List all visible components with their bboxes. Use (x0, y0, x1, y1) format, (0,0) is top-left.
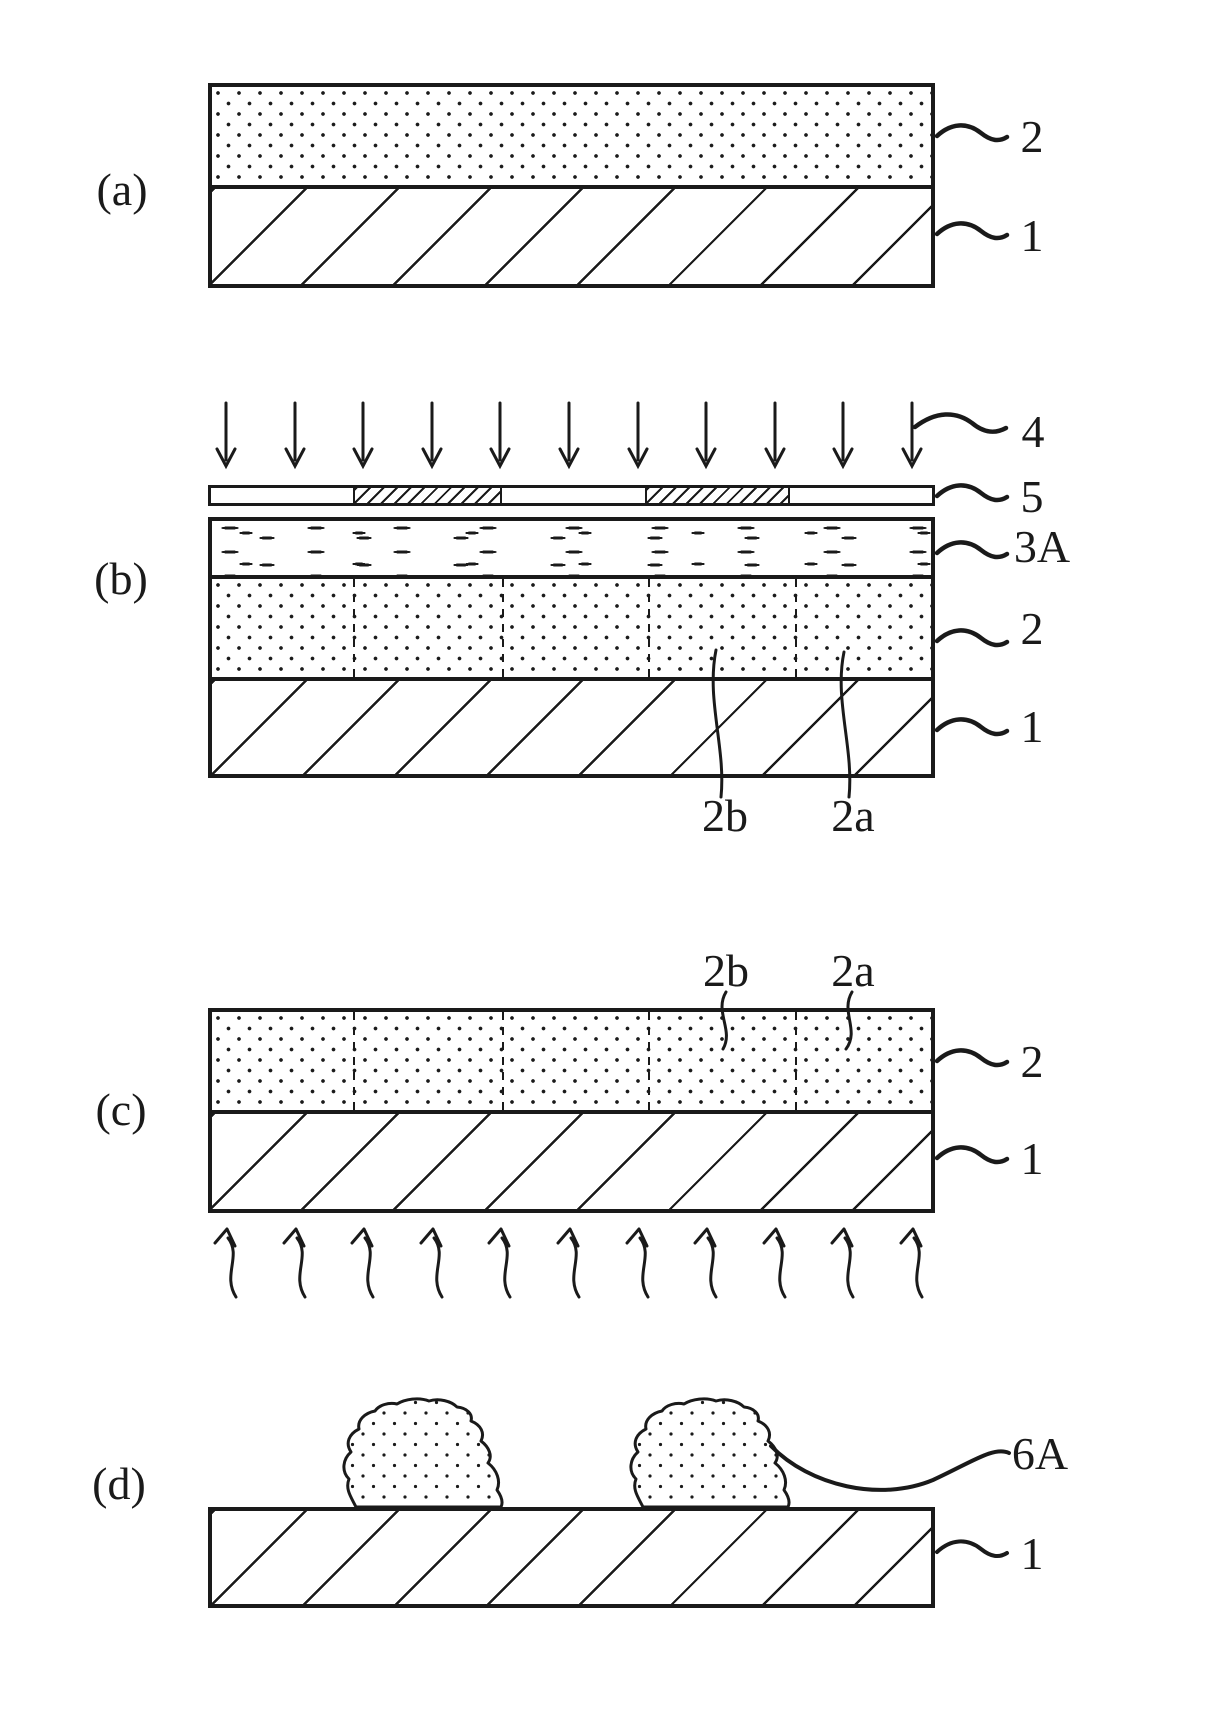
panel-b-ref-4: 4 (1021, 406, 1045, 457)
exposure-boundary-dashed-line (648, 579, 650, 677)
callout-squiggle-c2 (937, 1050, 1007, 1065)
panel-b-boundary-3a-2 (212, 575, 931, 579)
exposure-boundary-dashed-line (795, 1012, 797, 1110)
down-arrow-icon (352, 401, 374, 468)
callout-squiggle-b1 (937, 719, 1007, 734)
callout-squiggle-d1 (935, 1539, 1009, 1559)
panel-c-stack (208, 1008, 935, 1213)
exposure-boundary-dashed-line (353, 1012, 355, 1110)
panel-b-ref-5: 5 (1020, 471, 1044, 522)
down-arrow-icon (489, 401, 511, 468)
callout-squiggle-b4 (912, 412, 1009, 434)
panel-b-ref-2: 2 (1020, 603, 1044, 654)
up-wavy-arrow-icon (487, 1227, 512, 1299)
up-wavy-arrow-icon (693, 1227, 718, 1299)
panel-a-ref-1: 1 (1020, 210, 1044, 261)
callout-squiggle-a2 (937, 125, 1007, 140)
panel-b-ref-1: 1 (1020, 701, 1044, 752)
down-arrow-icon (421, 401, 443, 468)
panel-b-ref-2b: 2b (702, 790, 748, 841)
panel-b-ref-2a: 2a (831, 790, 875, 841)
panel-a-layer-boundary (212, 185, 931, 189)
panel-c-ref-2: 2 (1020, 1036, 1044, 1087)
panel-d-label: (d) (92, 1458, 146, 1509)
down-arrow-icon (627, 401, 649, 468)
down-arrow-icon (832, 401, 854, 468)
down-arrow-icon (695, 401, 717, 468)
up-wavy-arrow-icon (899, 1227, 924, 1299)
up-wavy-arrow-icon (282, 1227, 307, 1299)
panel-b-layer-1 (212, 681, 931, 774)
panel-c-ref-2b: 2b (703, 945, 749, 996)
panel-b-stack (208, 517, 935, 778)
panel-d-layer-1 (212, 1511, 931, 1604)
heat-wavy-arrows (213, 1227, 924, 1299)
panel-b-label: (b) (94, 553, 148, 604)
panel-d-ref-6a: 6A (1011, 1428, 1069, 1479)
down-arrow-icon (215, 401, 237, 468)
up-wavy-arrow-icon (625, 1227, 650, 1299)
callout-squiggle-b2 (937, 630, 1007, 645)
panel-a-stack (208, 83, 935, 288)
panel-c-ref-1: 1 (1020, 1133, 1044, 1184)
exposure-boundary-dashed-line (795, 579, 797, 677)
callout-squiggle-c1 (937, 1147, 1007, 1162)
up-wavy-arrow-icon (762, 1227, 787, 1299)
down-arrow-icon (284, 401, 306, 468)
panel-b-layer-3a (212, 521, 931, 575)
panel-a-layer-1 (212, 189, 931, 284)
panel-c-layer-boundary (212, 1110, 931, 1114)
up-wavy-arrow-icon (213, 1227, 238, 1299)
up-wavy-arrow-icon (350, 1227, 375, 1299)
panel-b-boundary-2-1 (212, 677, 931, 681)
exposure-boundary-dashed-line (502, 1012, 504, 1110)
callout-squiggle-b5 (937, 485, 1007, 500)
panel-b-layer-2 (212, 579, 931, 677)
down-arrow-icon (558, 401, 580, 468)
exposure-boundary-dashed-line (648, 1012, 650, 1110)
panel-d-substrate-stack (208, 1507, 935, 1608)
bump-6a-left (342, 1397, 504, 1509)
panel-a-label: (a) (96, 164, 148, 215)
panel-c-ref-2a: 2a (831, 945, 875, 996)
down-arrow-icon (901, 401, 923, 468)
up-wavy-arrow-icon (556, 1227, 581, 1299)
panel-a-ref-2: 2 (1020, 111, 1044, 162)
uv-exposure-arrows (215, 401, 923, 468)
panel-c-layer-2 (212, 1012, 931, 1110)
bump-6a-right (629, 1397, 791, 1509)
leader-line-d-6a (769, 1444, 1011, 1492)
up-wavy-arrow-icon (830, 1227, 855, 1299)
exposure-boundary-dashed-line (353, 579, 355, 677)
photomask-opaque-segment-left (353, 488, 502, 503)
up-wavy-arrow-icon (419, 1227, 444, 1299)
photomask-opaque-segment-right (645, 488, 790, 503)
down-arrow-icon (764, 401, 786, 468)
callout-squiggle-a1 (937, 223, 1007, 238)
panel-b-photomask-5 (208, 485, 935, 506)
panel-d-ref-1: 1 (1020, 1528, 1044, 1579)
panel-a-layer-2 (212, 87, 931, 185)
panel-b-ref-3a: 3A (1013, 521, 1071, 572)
callout-squiggle-b3a (937, 542, 1007, 557)
panel-c-label: (c) (95, 1084, 147, 1135)
panel-c-layer-1 (212, 1114, 931, 1209)
exposure-boundary-dashed-line (502, 579, 504, 677)
